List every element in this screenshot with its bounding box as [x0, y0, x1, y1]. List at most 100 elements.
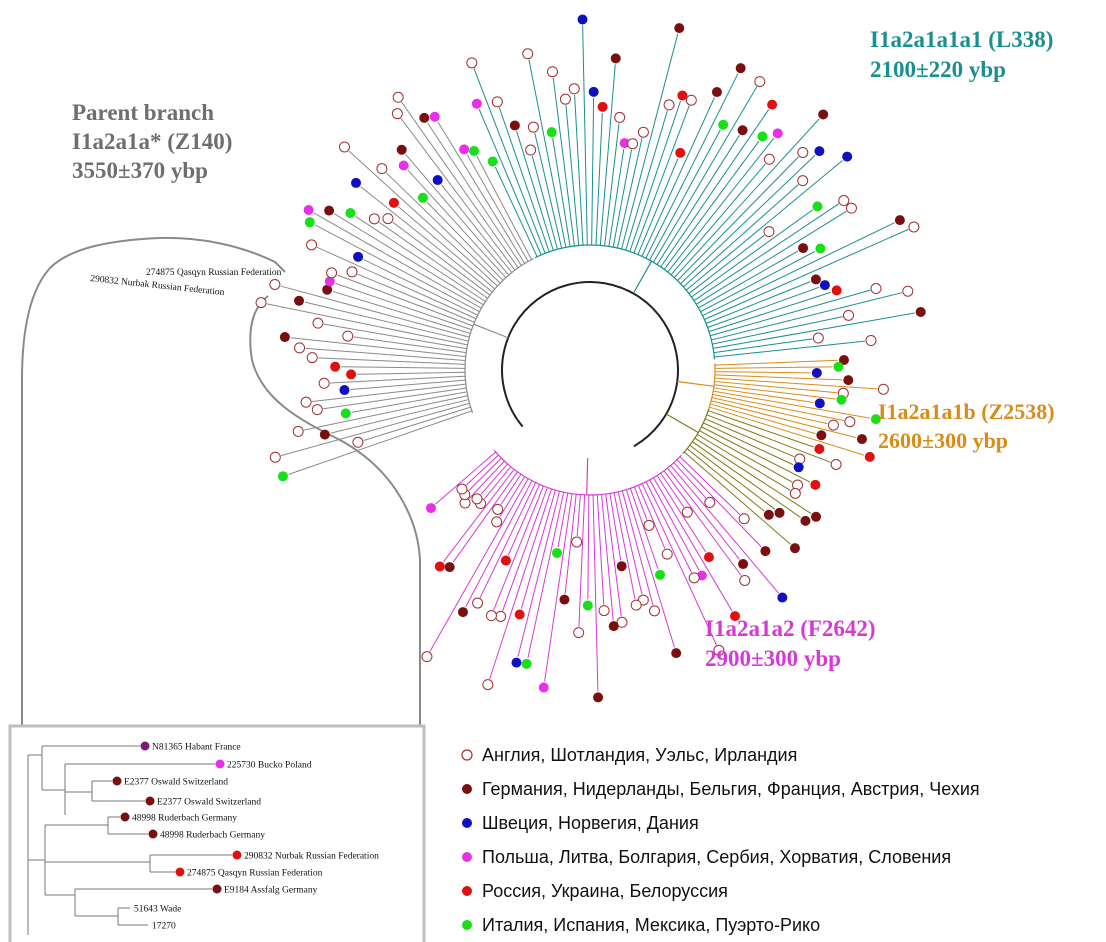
inset-leaf-label: 48998 Ruderbach Germany [132, 814, 237, 824]
legend-label: Англия, Шотландия, Уэльс, Ирландия [482, 745, 797, 765]
tip-marker-open [738, 513, 750, 525]
tip-marker-pink [772, 128, 783, 139]
tip-marker-maroon [894, 215, 905, 226]
branch-line [633, 486, 648, 520]
branch-line [663, 140, 760, 270]
clade-stem-magenta [586, 457, 589, 495]
tip-marker-open [391, 108, 403, 120]
tip-marker-pink [324, 276, 335, 287]
branch-line [663, 470, 742, 576]
branch-line [694, 437, 812, 514]
tip-marker-green [815, 243, 826, 254]
tip-marker-maroon [610, 53, 621, 64]
clade-z2538-line1: I1a2a1a1b (Z2538) [878, 399, 1055, 424]
clade-l338-line2: 2100±220 ybp [870, 57, 1006, 82]
branch-line [507, 484, 540, 556]
branch-line [427, 122, 522, 266]
inset-leaf-label: N81365 Habant France [152, 743, 241, 753]
branch-line [714, 371, 811, 374]
branch-line [516, 131, 554, 251]
tip-marker-open [713, 644, 725, 656]
tip-marker-pink [398, 160, 409, 171]
tip-marker-red [831, 285, 842, 296]
branch-line [605, 493, 622, 617]
legend-marker-maroon [462, 784, 472, 794]
branch-line [592, 494, 599, 692]
tip-marker-maroon [838, 355, 849, 366]
branch-line [688, 234, 765, 294]
tip-marker-green [417, 192, 428, 203]
branch-line [400, 118, 516, 271]
branch-line [405, 154, 510, 276]
branch-line [660, 472, 685, 508]
branch-line [314, 224, 480, 313]
legend-label: Швеция, Норвегия, Дания [482, 813, 699, 833]
clade-stem-olive [665, 413, 699, 434]
branch-line [713, 390, 871, 419]
tip-marker-open [797, 175, 809, 187]
tip-marker-open [485, 610, 497, 622]
branch-line [685, 160, 843, 291]
tip-marker-open [482, 679, 494, 691]
tip-marker-open [865, 335, 877, 347]
branch-line [714, 377, 878, 390]
branch-line [612, 149, 633, 248]
tip-marker-maroon [774, 507, 785, 518]
branch-line [582, 25, 588, 246]
tip-marker-open [685, 94, 697, 106]
tip-marker-open [845, 202, 857, 214]
tip-marker-open [789, 487, 801, 499]
branch-line [304, 301, 469, 342]
tip-marker-maroon [396, 144, 407, 155]
branch-line [330, 399, 469, 434]
branch-line [604, 123, 620, 246]
branch-line [710, 289, 871, 337]
tip-marker-red [597, 101, 608, 112]
tip-marker-blue [353, 251, 364, 262]
tip-marker-open [382, 213, 394, 225]
tip-marker-green [718, 119, 729, 130]
tip-marker-open [844, 416, 856, 428]
tip-marker-pink [471, 98, 482, 109]
tip-marker-blue [814, 398, 825, 409]
clade-stem-grey [473, 323, 509, 339]
tip-marker-blue [588, 86, 599, 97]
tip-marker-open [571, 536, 583, 548]
inset-leaf-label: 290832 Nurbak Russian Federation [244, 852, 379, 862]
tip-marker-open [342, 330, 354, 342]
clade-label-f2642: I1a2a1a2 (F2642) 2900±300 ybp [705, 616, 876, 671]
branch-line [621, 490, 654, 606]
branch-line [466, 154, 529, 262]
tip-marker-pink [459, 144, 470, 155]
branch-line [641, 483, 717, 646]
tip-marker-maroon [811, 511, 822, 522]
tip-marker-green [757, 131, 768, 142]
branch-line [280, 402, 470, 457]
tip-marker-blue [814, 146, 825, 157]
branch-line [479, 482, 537, 598]
branch-line [673, 462, 707, 499]
branch-line [483, 466, 512, 500]
branch-line [645, 73, 739, 259]
tip-marker-green [655, 569, 666, 580]
tip-marker-open [495, 610, 507, 622]
legend-marker-open [461, 749, 473, 761]
branch-line [633, 105, 690, 254]
tip-marker-open [471, 493, 483, 505]
tip-marker-open [797, 146, 809, 158]
tip-marker-open [269, 278, 281, 290]
tip-marker-pink [303, 205, 314, 216]
tip-marker-maroon [843, 375, 854, 386]
tip-marker-maroon [319, 429, 330, 440]
tip-marker-open [491, 96, 503, 108]
tree-label-qasqyn: 274875 Qasqyn Russian Federation [146, 268, 282, 278]
tip-marker-maroon [915, 306, 926, 317]
tip-marker-pink [538, 682, 549, 693]
tip-marker-red [730, 611, 741, 622]
branch-line [696, 210, 847, 305]
tip-marker-green [833, 361, 844, 372]
branch-line [670, 163, 766, 276]
branch-line [629, 488, 659, 570]
tip-marker-open [908, 221, 920, 233]
tip-marker-open [376, 163, 388, 175]
